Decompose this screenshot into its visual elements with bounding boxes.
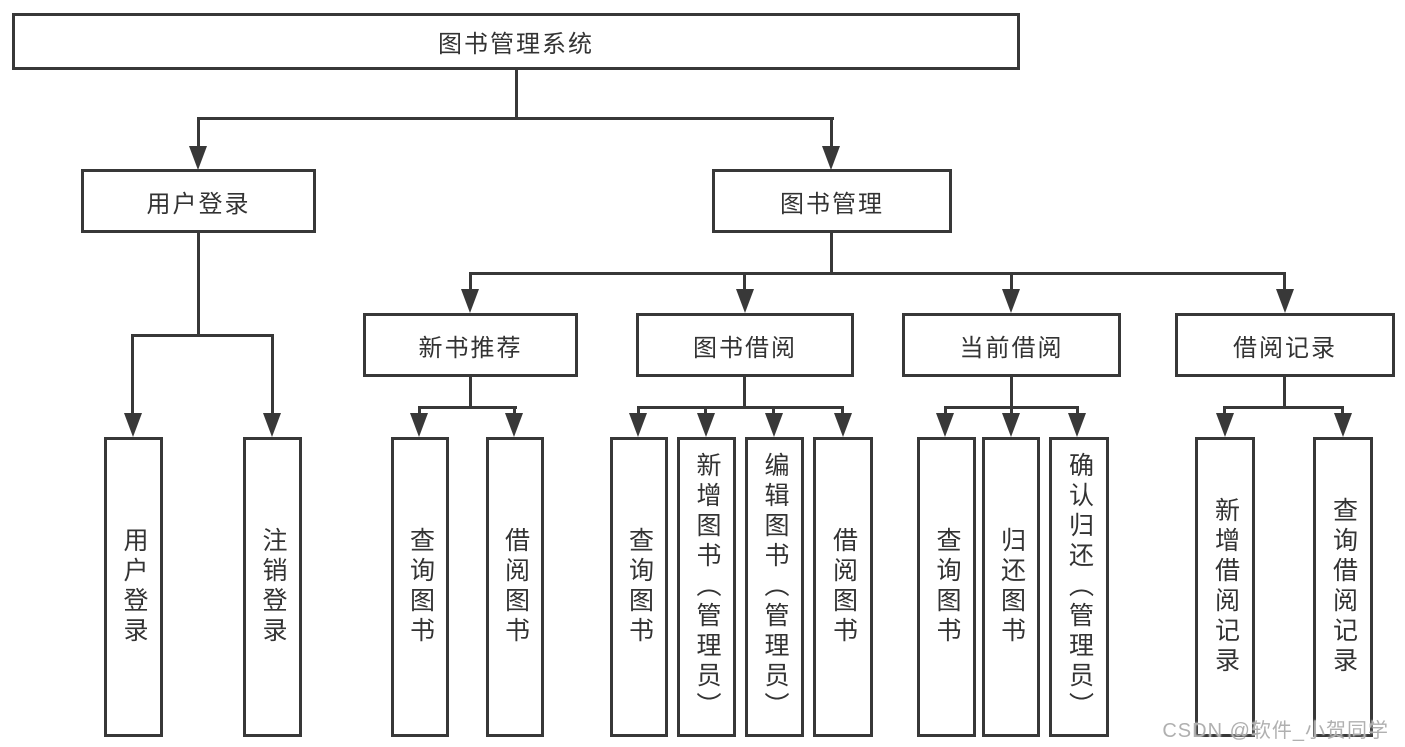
connector-user-login-stem	[197, 233, 200, 337]
leaf-records-query-record-label: 查询借阅记录	[1329, 497, 1358, 677]
leaf-user-login-label: 用户登录	[120, 527, 148, 647]
node-user-login: 用户登录	[81, 169, 316, 233]
leaf-recommend-borrow-book-label: 借阅图书	[501, 527, 530, 647]
connector-recommend-branch	[418, 406, 517, 409]
node-book-management-label: 图书管理	[780, 190, 884, 218]
arrowhead	[1068, 413, 1086, 437]
connector-user-login-branch	[131, 334, 274, 337]
connector-borrow-records-stem	[1283, 377, 1286, 409]
node-current-borrow: 当前借阅	[902, 313, 1121, 377]
connector-root-branch	[197, 117, 834, 120]
connector-recommend-stem	[469, 377, 472, 409]
connector-stub	[1341, 406, 1344, 415]
leaf-logout: 注销登录	[243, 437, 302, 737]
arrowhead	[1002, 289, 1020, 313]
leaf-logout-label: 注销登录	[259, 527, 287, 647]
leaf-records-add-record: 新增借阅记录	[1195, 437, 1255, 737]
connector-stub	[772, 406, 775, 415]
node-new-book-recommend: 新书推荐	[363, 313, 578, 377]
arrowhead	[1216, 413, 1234, 437]
leaf-borrow-borrow-book: 借阅图书	[813, 437, 873, 737]
leaf-borrow-query-book-label: 查询图书	[625, 527, 654, 647]
leaf-current-query-book: 查询图书	[917, 437, 976, 737]
connector-book-management-branch	[469, 272, 1286, 275]
leaf-current-return-book-label: 归还图书	[997, 527, 1026, 647]
leaf-current-confirm-return-admin-label: 确认归还（管理员）	[1065, 452, 1094, 722]
leaf-recommend-query-book-label: 查询图书	[406, 527, 435, 647]
leaf-records-query-record: 查询借阅记录	[1313, 437, 1373, 737]
arrowhead	[765, 413, 783, 437]
arrowhead	[124, 413, 142, 437]
leaf-current-return-book: 归还图书	[982, 437, 1040, 737]
node-root: 图书管理系统	[12, 13, 1020, 70]
leaf-records-add-record-label: 新增借阅记录	[1211, 497, 1240, 677]
connector-root-stem	[515, 69, 518, 120]
connector-stub-leaf-login	[131, 334, 134, 415]
connector-stub	[1223, 406, 1226, 415]
arrowhead	[263, 413, 281, 437]
connector-stub	[637, 406, 640, 415]
leaf-borrow-add-book-admin-label: 新增图书（管理员）	[693, 452, 721, 722]
connector-book-management-stem	[830, 233, 833, 275]
leaf-borrow-edit-book-admin: 编辑图书（管理员）	[745, 437, 804, 737]
connector-stub-leaf-logout	[271, 334, 274, 415]
leaf-borrow-edit-book-admin-label: 编辑图书（管理员）	[761, 452, 789, 722]
connector-stub	[418, 406, 421, 415]
node-book-management: 图书管理	[712, 169, 952, 233]
leaf-recommend-borrow-book: 借阅图书	[486, 437, 544, 737]
arrowhead	[461, 289, 479, 313]
arrowhead	[697, 413, 715, 437]
connector-stub	[944, 406, 947, 415]
leaf-borrow-add-book-admin: 新增图书（管理员）	[677, 437, 736, 737]
connector-book-borrow-stem	[743, 377, 746, 409]
arrowhead	[736, 289, 754, 313]
connector-stub-book-borrow	[743, 272, 746, 291]
connector-current-borrow-stem	[1010, 377, 1013, 409]
connector-stub	[704, 406, 707, 415]
node-borrow-records: 借阅记录	[1175, 313, 1395, 377]
leaf-borrow-borrow-book-label: 借阅图书	[829, 527, 858, 647]
connector-book-borrow-branch	[637, 406, 844, 409]
connector-borrow-records-branch	[1223, 406, 1344, 409]
connector-stub-borrow-records	[1283, 272, 1286, 291]
node-book-borrow-label: 图书借阅	[693, 334, 797, 362]
connector-stub-user-login	[197, 117, 200, 148]
node-book-borrow: 图书借阅	[636, 313, 854, 377]
arrowhead	[410, 413, 428, 437]
arrowhead	[505, 413, 523, 437]
arrowhead	[629, 413, 647, 437]
arrowhead	[1276, 289, 1294, 313]
connector-stub-book-management	[830, 117, 833, 148]
connector-stub	[1010, 406, 1013, 415]
leaf-recommend-query-book: 查询图书	[391, 437, 449, 737]
arrowhead	[936, 413, 954, 437]
node-current-borrow-label: 当前借阅	[959, 334, 1064, 362]
node-new-book-recommend-label: 新书推荐	[418, 334, 523, 362]
arrowhead	[189, 146, 207, 170]
leaf-borrow-query-book: 查询图书	[610, 437, 668, 737]
connector-stub-current-borrow	[1010, 272, 1013, 291]
arrowhead	[1002, 413, 1020, 437]
arrowhead	[1334, 413, 1352, 437]
node-borrow-records-label: 借阅记录	[1233, 334, 1337, 362]
connector-stub-recommend	[469, 272, 472, 291]
csdn-watermark: CSDN @软件_小贺同学	[1162, 720, 1389, 742]
connector-stub	[513, 406, 516, 415]
connector-stub	[841, 406, 844, 415]
leaf-current-confirm-return-admin: 确认归还（管理员）	[1049, 437, 1109, 737]
arrowhead	[822, 146, 840, 170]
leaf-current-query-book-label: 查询图书	[933, 527, 961, 647]
node-root-label: 图书管理系统	[438, 31, 594, 58]
arrowhead	[834, 413, 852, 437]
connector-stub	[1076, 406, 1079, 415]
leaf-user-login: 用户登录	[104, 437, 163, 737]
node-user-login-label: 用户登录	[146, 190, 251, 218]
